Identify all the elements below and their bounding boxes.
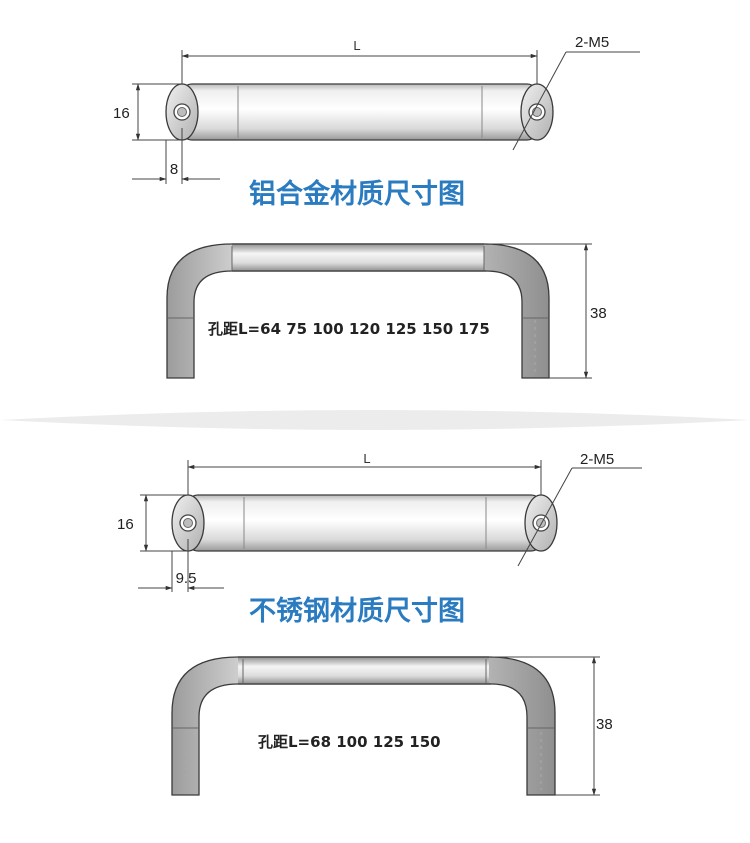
offset-label: 8 (170, 161, 178, 178)
height-label: 16 (117, 516, 134, 533)
length-label: L (353, 38, 360, 53)
aluminum-side-view: 38 孔距L=64 75 100 120 125 150 175 (166, 243, 607, 379)
hole-spacing-spec: 孔距L=68 100 125 150 (258, 733, 441, 751)
aluminum-title: 铝合金材质尺寸图 (249, 178, 465, 210)
u-handle-body (171, 656, 556, 796)
depth-label: 38 (596, 716, 613, 733)
stainless-top-view: L 2-M5 16 9.5 (117, 451, 642, 592)
hole-spacing-spec: 孔距L=64 75 100 120 125 150 175 (208, 320, 490, 338)
height-label: 16 (113, 105, 130, 122)
length-label: L (363, 451, 370, 466)
handle-bar (181, 83, 538, 141)
thread-leader (512, 51, 567, 151)
aluminum-top-view: L 2-M5 16 8 (113, 34, 640, 184)
stainless-title: 不锈钢材质尺寸图 (249, 596, 465, 627)
section-divider (0, 410, 750, 430)
thread-label: 2-M5 (575, 34, 609, 51)
thread-leader (517, 467, 573, 567)
offset-label: 9.5 (176, 570, 197, 587)
stainless-side-view: 38 孔距L=68 100 125 150 (171, 656, 613, 796)
depth-label: 38 (590, 305, 607, 322)
handle-bar (187, 494, 542, 552)
thread-label: 2-M5 (580, 451, 614, 468)
